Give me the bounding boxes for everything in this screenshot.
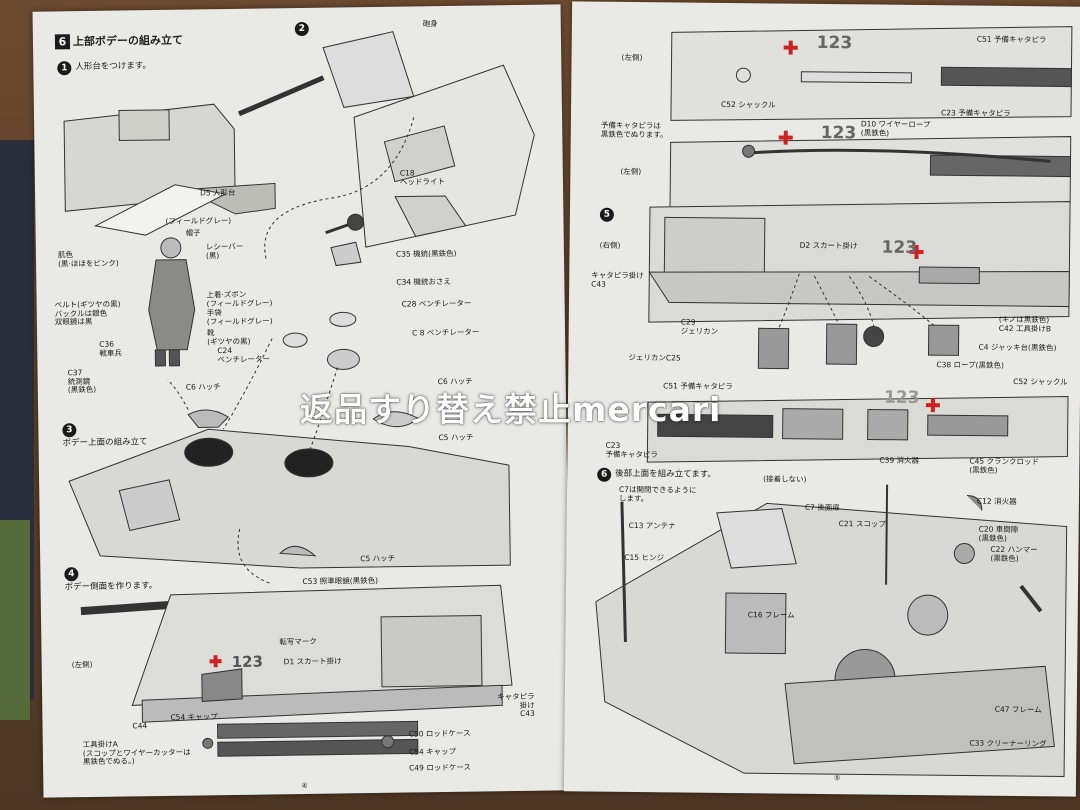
step-2-marker: 2 [294, 21, 309, 37]
label-left-side-2: (左側) [620, 166, 642, 177]
label-c28: C28 ベンチレーター [401, 298, 472, 309]
label-spare-note: 予備キャタピラは 黒鉄色でぬります。 [600, 120, 668, 139]
label-c49: C49 ロッドケース [409, 762, 471, 773]
step-4-instruction: ボデー側面を作ります。 [64, 581, 158, 593]
label-c54a: C54 キャップ [170, 712, 218, 722]
tank-number-4: 123 [883, 387, 920, 408]
page-number: ⑤ [833, 774, 841, 783]
label-c5b: C5 ハッチ [360, 553, 396, 564]
right-page: (左側) 123 C51 予備キャタピラ C52 シャックル C23 予備キャタ… [563, 1, 1080, 797]
background-object-green [0, 520, 30, 720]
tank-number-1: 123 [816, 32, 853, 54]
label-c33: C33 クリーナーリング [969, 738, 1047, 749]
label-tool: 工具掛けA (スコップとワイヤーカッターは 黒鉄色でぬる。) [82, 739, 191, 767]
label-c52b: C52 シャックル [1013, 376, 1068, 387]
label-c20: C20 車間隙 (黒鉄色) [978, 524, 1019, 543]
step-6-instruction: 後部上面を組み立てます。 [615, 468, 716, 480]
section-title-text: 上部ボデーの組み立て [72, 33, 184, 49]
label-receiver: レシーバー (黒) [205, 241, 244, 260]
label-field-grey: (フィールドグレー) [165, 215, 232, 226]
label-c45: C45 クランクロッド (黒鉄色) [969, 456, 1040, 475]
step-1-instruction: 人形台をつけます。 [75, 61, 152, 73]
label-c35: C35 機銃(黒鉄色) [395, 248, 457, 259]
label-c29: C29 ジェリカン [680, 317, 719, 336]
label-c38: C38 ロープ(黒鉄色) [936, 360, 1004, 370]
label-cap: 帽子 [185, 228, 201, 238]
tank-number-3: 123 [881, 237, 918, 258]
label-c47: C47 フレーム [994, 704, 1042, 715]
label-c6: C6 ハッチ [185, 382, 221, 392]
label-d2: D2 スカート掛け [799, 240, 858, 251]
left-page-illustration [63, 31, 535, 757]
label-c54b: C54 キャップ [408, 746, 457, 757]
label-belt: ベルト(ギツヤの黒) バックルは銀色 双眼鏡は黒 [54, 299, 121, 327]
label-boots: 靴 (ギツヤの黒) [206, 328, 251, 346]
tank-number: 123 [231, 652, 264, 672]
label-c7: C7 後面扉 [804, 502, 840, 513]
label-c16: C16 フレーム [747, 610, 795, 620]
page-number: ④ [301, 781, 308, 791]
step-3-instruction: ボデー上面の組み立て [62, 437, 148, 449]
label-uniform: 上着·ズボン (フィールドグレー) [206, 289, 273, 308]
label-gun: 砲身 [422, 19, 438, 29]
label-glove: 手袋 (フィールドグレー) [206, 308, 273, 326]
label-no-glue: (接着しない) [763, 474, 807, 484]
label-c53: C53 照準眼鏡(黒鉄色) [302, 575, 379, 587]
label-c13: C13 アンテナ [628, 520, 676, 531]
label-mark: 転写マーク [279, 636, 317, 647]
label-left-side: (左側) [71, 659, 93, 670]
label-c34: C34 機銃おさえ [396, 276, 452, 287]
label-c52: C52 シャックル [721, 99, 776, 110]
label-c25: ジェリカンC25 [628, 352, 681, 363]
label-c18: C18 ヘッドライト [399, 168, 446, 187]
label-c8: C 8 ベンチレーター [411, 327, 480, 338]
label-c21: C21 スコップ [838, 519, 886, 529]
label-c39: C39 消火器 [879, 455, 920, 465]
label-c23b: C23 予備キャタピラ [605, 440, 658, 459]
label-c23a: C23 予備キャタピラ [940, 108, 1011, 118]
section-number: 6 [54, 34, 71, 50]
label-track-hook: キャタピラ 掛け C43 [497, 691, 535, 719]
label-c42: (キノは黒鉄色) C42 工具掛けB [998, 314, 1052, 333]
label-d5: D5 人形台 [200, 187, 236, 198]
step-3-marker: 3 [62, 423, 77, 438]
tank-number-2: 123 [820, 122, 857, 144]
label-c15: C15 ヒンジ [624, 552, 665, 563]
right-page-illustration [595, 26, 1073, 778]
label-c44: C44 [132, 721, 148, 731]
watermark: 返品すり替え禁止mercari [300, 390, 722, 429]
label-c4: C4 ジャッキ台(黒鉄色) [978, 342, 1057, 353]
label-c7-note: C7は開閉できるように します。 [618, 484, 697, 503]
label-c50: C50 ロッドケース [408, 728, 471, 739]
label-face: 肌色 (黒·ほほをピンク) [57, 250, 119, 269]
label-c51a: C51 予備キャタピラ [976, 34, 1047, 45]
label-c36: C36 戦車兵 [99, 339, 122, 358]
label-c37: C37 銃測鏡 (黒鉄色) [67, 368, 97, 395]
step-6-marker: 6 [597, 467, 612, 482]
step-5-marker: 5 [599, 207, 614, 222]
label-c24: C24 ベンチレーター [217, 345, 270, 364]
label-left-side-1: (左側) [621, 52, 643, 63]
label-d1: D1 スカート掛け [283, 656, 342, 667]
label-c22: C22 ハンマー (黒鉄色) [990, 544, 1038, 563]
label-d10: D10 ワイヤーロープ (黒鉄色) [860, 119, 931, 138]
label-c5: C5 ハッチ [438, 432, 474, 443]
label-right-side: (右側) [599, 240, 621, 250]
label-track-hook-right: キャタピラ掛け C43 [591, 270, 644, 289]
label-c12: C12 消火器 [976, 496, 1017, 507]
